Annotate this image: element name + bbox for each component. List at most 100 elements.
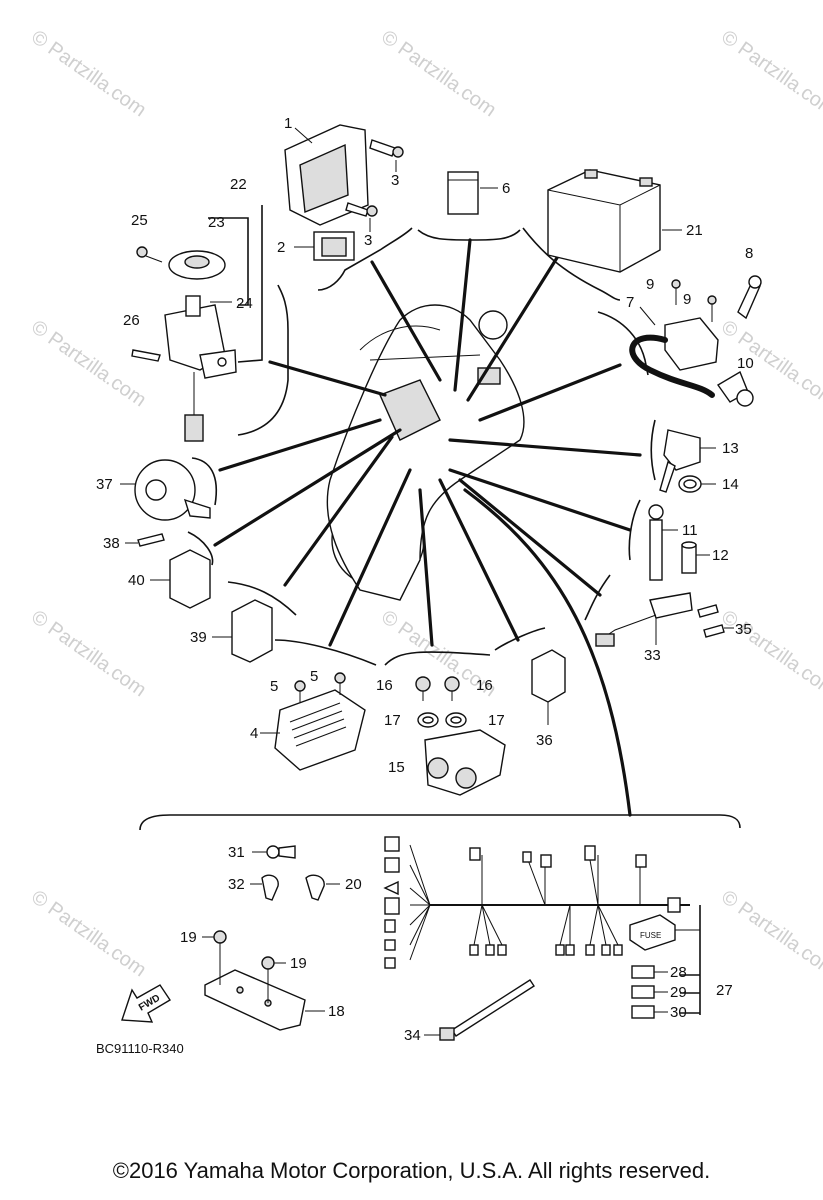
callout-10: 10 xyxy=(737,355,754,372)
plug-8 xyxy=(737,275,762,320)
bracket-18 xyxy=(204,969,325,1031)
bolt-25 xyxy=(136,246,163,263)
module-15 xyxy=(424,729,506,796)
switch-33 xyxy=(595,592,693,647)
screw-9b xyxy=(707,295,717,322)
key-cover-23 xyxy=(168,250,226,280)
watermark: © Partzilla.com xyxy=(717,886,823,981)
callout-32: 32 xyxy=(228,876,245,893)
watermark: © Partzilla.com xyxy=(27,26,150,121)
diagram-code: BC91110-R340 xyxy=(96,1041,184,1056)
screw-26 xyxy=(131,349,161,362)
fwd-arrow-icon: FWD xyxy=(121,984,171,1023)
callout-27: 27 xyxy=(716,982,733,999)
callout-4: 4 xyxy=(250,725,258,742)
watermark: © Partzilla.com xyxy=(717,26,823,121)
callout-5: 5 xyxy=(310,668,318,685)
pointer-lines xyxy=(213,238,642,817)
callout-34: 34 xyxy=(404,1027,421,1044)
callout-14: 14 xyxy=(722,476,739,493)
callout-18: 18 xyxy=(328,1003,345,1020)
plug-cap-10 xyxy=(716,370,754,407)
fuse-box-27: FUSE xyxy=(629,914,700,951)
callout-1: 1 xyxy=(284,115,292,132)
relay-36 xyxy=(531,649,566,725)
callout-26: 26 xyxy=(123,312,140,329)
callout-2: 2 xyxy=(277,239,285,256)
watermark: © Partzilla.com xyxy=(377,26,500,121)
watermark: © Partzilla.com xyxy=(27,606,150,701)
o-ring-14 xyxy=(678,475,716,493)
callout-19: 19 xyxy=(180,929,197,946)
relay-6 xyxy=(447,171,498,215)
callout-25: 25 xyxy=(131,212,148,229)
callout-40: 40 xyxy=(128,572,145,589)
bolt-19a xyxy=(202,930,227,985)
sensor-13 xyxy=(659,429,716,493)
screw-35b xyxy=(703,624,734,638)
callout-36: 36 xyxy=(536,732,553,749)
screw-35a xyxy=(697,604,719,618)
callout-8: 8 xyxy=(745,245,753,262)
copyright-notice: ©2016 Yamaha Motor Corporation, U.S.A. A… xyxy=(112,1158,711,1183)
callout-33: 33 xyxy=(644,647,661,664)
washer-17a xyxy=(417,712,439,728)
bolt-5a xyxy=(294,680,306,703)
callout-31: 31 xyxy=(228,844,245,861)
callout-17: 17 xyxy=(488,712,505,729)
cap-12 xyxy=(681,541,710,574)
callout-3: 3 xyxy=(364,232,372,249)
bolt-16b xyxy=(444,676,460,701)
fuse-28 xyxy=(631,965,668,979)
wiring-harness xyxy=(383,836,690,969)
callout-3: 3 xyxy=(391,172,399,189)
callout-6: 6 xyxy=(502,180,510,197)
clip-31 xyxy=(252,845,296,859)
group-brackets xyxy=(139,205,741,1015)
o2-sensor-11 xyxy=(648,504,678,581)
callout-5: 5 xyxy=(270,678,278,695)
callout-15: 15 xyxy=(388,759,405,776)
callout-19: 19 xyxy=(290,955,307,972)
cable-tie-34 xyxy=(424,979,535,1041)
callout-16: 16 xyxy=(376,677,393,694)
bolt-16a xyxy=(415,676,431,701)
ignition-switch-24 xyxy=(164,295,237,442)
callout-23: 23 xyxy=(208,214,225,231)
callout-9: 9 xyxy=(646,276,654,293)
callout-20: 20 xyxy=(345,876,362,893)
horn-37 xyxy=(120,459,211,521)
ignition-coil-7 xyxy=(629,306,719,398)
callout-13: 13 xyxy=(722,440,739,457)
bolt-3a xyxy=(369,139,404,172)
screw-38 xyxy=(125,533,165,547)
cover-2 xyxy=(294,231,355,261)
callout-28: 28 xyxy=(670,964,687,981)
relay-40 xyxy=(150,549,211,609)
callout-38: 38 xyxy=(103,535,120,552)
bolt-3b xyxy=(345,202,378,232)
ecu-unit xyxy=(284,124,369,226)
callout-16: 16 xyxy=(476,677,493,694)
callout-labels: 1 3 3 2 6 21 22 23 25 24 26 8 9 9 7 10 1… xyxy=(96,115,754,1056)
rectifier-4 xyxy=(260,689,366,771)
watermark: © Partzilla.com xyxy=(717,606,823,701)
clamp-32 xyxy=(250,874,279,901)
bolt-19b xyxy=(261,956,286,1003)
callout-17: 17 xyxy=(384,712,401,729)
callout-39: 39 xyxy=(190,629,207,646)
washer-17b xyxy=(445,712,467,728)
watermark: © Partzilla.com xyxy=(27,886,150,981)
callout-12: 12 xyxy=(712,547,729,564)
callout-9: 9 xyxy=(683,291,691,308)
fuse-label: FUSE xyxy=(640,931,661,940)
callout-7: 7 xyxy=(626,294,634,311)
fuse-29 xyxy=(631,985,668,999)
watermark: © Partzilla.com xyxy=(27,316,150,411)
battery-21 xyxy=(547,169,682,273)
clamp-20 xyxy=(305,874,340,901)
callout-22: 22 xyxy=(230,176,247,193)
callout-21: 21 xyxy=(686,222,703,239)
callout-35: 35 xyxy=(735,621,752,638)
callout-29: 29 xyxy=(670,984,687,1001)
